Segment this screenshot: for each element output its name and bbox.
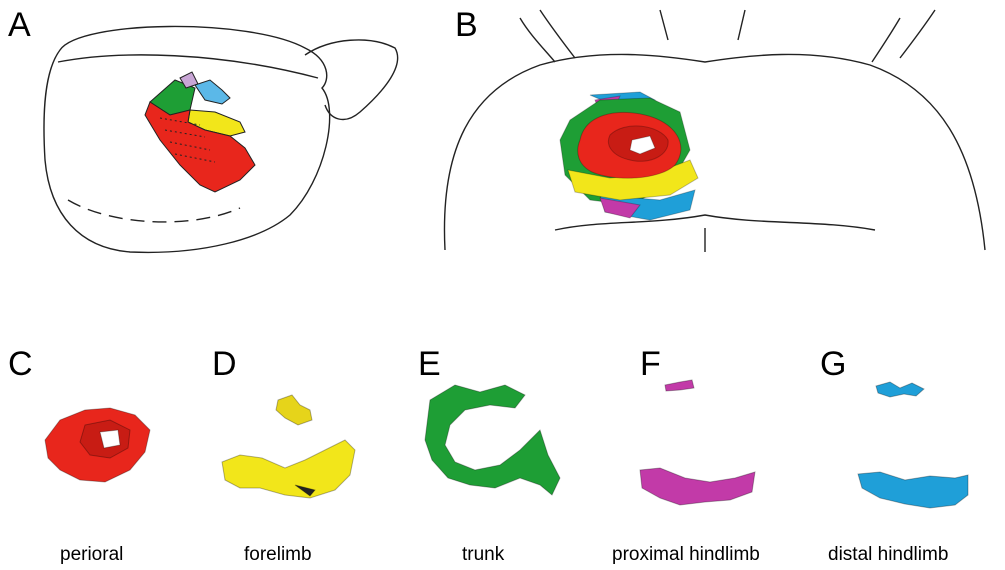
panel-b-reconstruction [560, 92, 698, 220]
caption-distal-hindlimb: distal hindlimb [828, 545, 948, 564]
caption-forelimb: forelimb [244, 545, 312, 564]
panel-label-d: D [212, 347, 237, 381]
olfactory-right [872, 18, 900, 62]
panel-f-proximal-hindlimb-shape [640, 380, 755, 505]
panel-label-a: A [8, 8, 31, 42]
panel-a-somatotopic-map [145, 72, 255, 192]
panel-label-f: F [640, 347, 661, 381]
panel-label-g: G [820, 347, 846, 381]
panel-e-trunk-shape [425, 385, 560, 495]
panel-d-forelimb-shape [222, 395, 355, 498]
midline-notch-right [738, 10, 745, 40]
panel-label-b: B [455, 8, 478, 42]
midline-notch-left [660, 10, 668, 40]
caption-trunk: trunk [462, 545, 504, 564]
panel-b-brain-drawing [444, 10, 985, 252]
cerebellum-outline [305, 40, 398, 120]
perioral-hole [100, 430, 120, 448]
caption-perioral: perioral [60, 545, 123, 564]
panel-label-e: E [418, 347, 441, 381]
panel-c-perioral-shape [45, 408, 150, 482]
panel-g-distal-hindlimb-shape [858, 382, 968, 508]
cerebellum-front-outline [555, 215, 875, 230]
map-hand-region [195, 80, 230, 104]
rhinal-fissure [68, 200, 240, 222]
panel-label-c: C [8, 347, 33, 381]
caption-proximal-hindlimb: proximal hindlimb [612, 545, 760, 564]
brain-dorsal-outline [444, 54, 985, 250]
olfactory-right-2 [900, 10, 935, 58]
